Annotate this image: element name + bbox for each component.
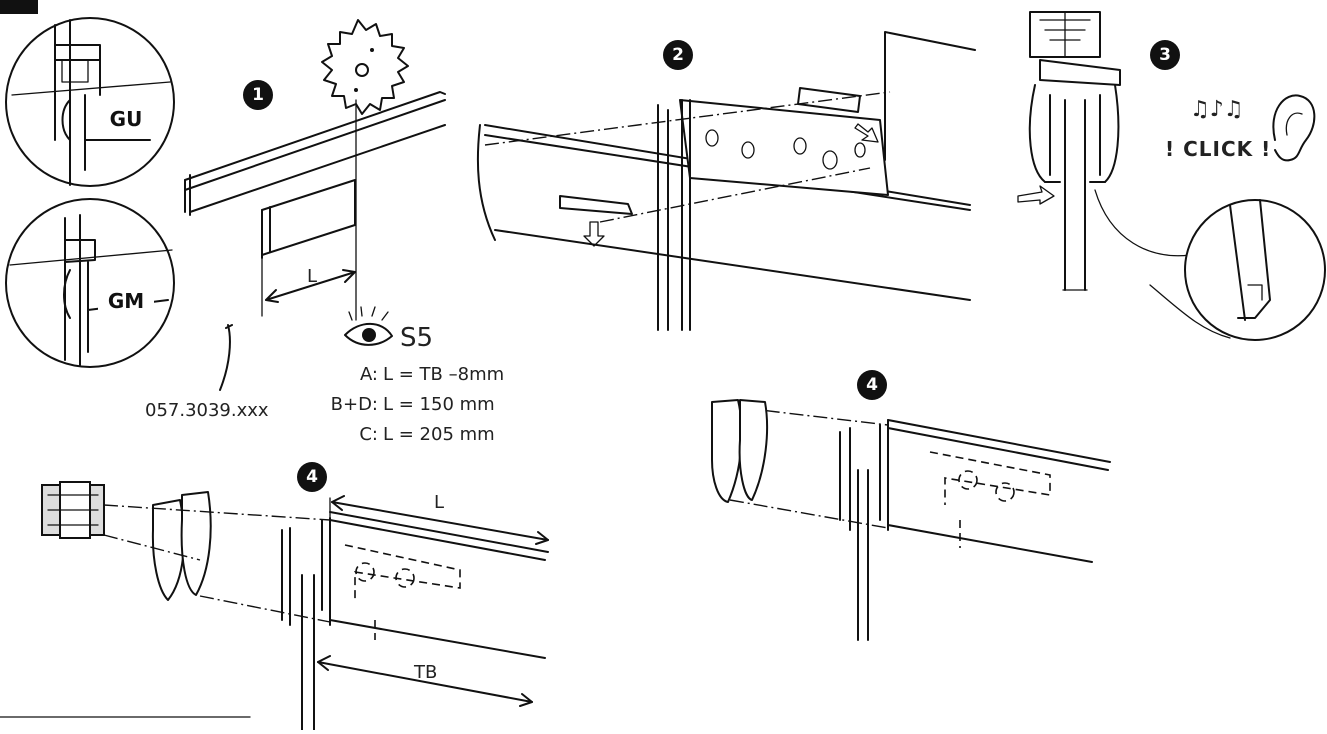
step-1-cutting: 1 L 057.3039.xxx: [145, 19, 446, 421]
length-table: A: L = TB –8mm B+D: L = 150 mm C: L = 20…: [331, 364, 505, 445]
music-notes-icon: ♫♪♫: [1190, 97, 1244, 122]
dimension-l-run: L: [434, 492, 444, 513]
length-row-formula: L = 205 mm: [383, 424, 495, 445]
step-2-number: 2: [672, 45, 684, 65]
length-row-type: A:: [360, 364, 378, 385]
step-3-click: 3 ♫♪♫ ! CLICK !: [1017, 11, 1326, 341]
step-2-badge: [663, 40, 693, 70]
step-1-number: 1: [252, 85, 264, 105]
step-4-number-right: 4: [866, 375, 878, 395]
step-4-number-left: 4: [306, 467, 318, 487]
detail-circle-gu: GU: [5, 17, 175, 187]
reference-s5: S5 A: L = TB –8mm B+D: L = 150 mm C: L =…: [331, 306, 505, 445]
ear-icon: [1272, 94, 1316, 162]
zoom-detail: [1184, 199, 1326, 341]
callout-gu-label: GU: [110, 107, 143, 131]
eye-icon: [344, 306, 393, 346]
length-row-formula: L = TB –8mm: [383, 364, 504, 385]
clip-part: [219, 324, 233, 391]
saw-blade-icon: [321, 19, 409, 115]
svg-text:♫♪♫: ♫♪♫: [1190, 97, 1244, 122]
length-row-formula: L = 150 mm: [383, 394, 495, 415]
step-4-badge-left: [297, 462, 327, 492]
arrow-icon: [583, 221, 605, 247]
step-4-badge-right: [857, 370, 887, 400]
reference-label: S5: [400, 323, 433, 353]
click-label: ! CLICK !: [1165, 137, 1271, 161]
arrow-icon: [1017, 185, 1055, 205]
step-4-left: 4 L TB: [41, 462, 549, 731]
step-3-badge: [1150, 40, 1180, 70]
dimension-tb: TB: [413, 662, 437, 683]
brush-seal: [41, 481, 105, 539]
step-2-insert: 2: [476, 31, 976, 331]
callout-gm-label: GM: [108, 289, 144, 313]
corner-mark: [0, 0, 38, 14]
step-3-number: 3: [1159, 45, 1171, 65]
dimension-l-cut: L: [307, 266, 317, 287]
detail-circle-gm: GM: [5, 198, 175, 368]
step-4-right: 4: [711, 370, 1111, 641]
length-row-type: C:: [359, 424, 378, 445]
step-1-badge: [243, 80, 273, 110]
part-number-label: 057.3039.xxx: [145, 400, 269, 421]
length-row-type: B+D:: [331, 394, 378, 415]
